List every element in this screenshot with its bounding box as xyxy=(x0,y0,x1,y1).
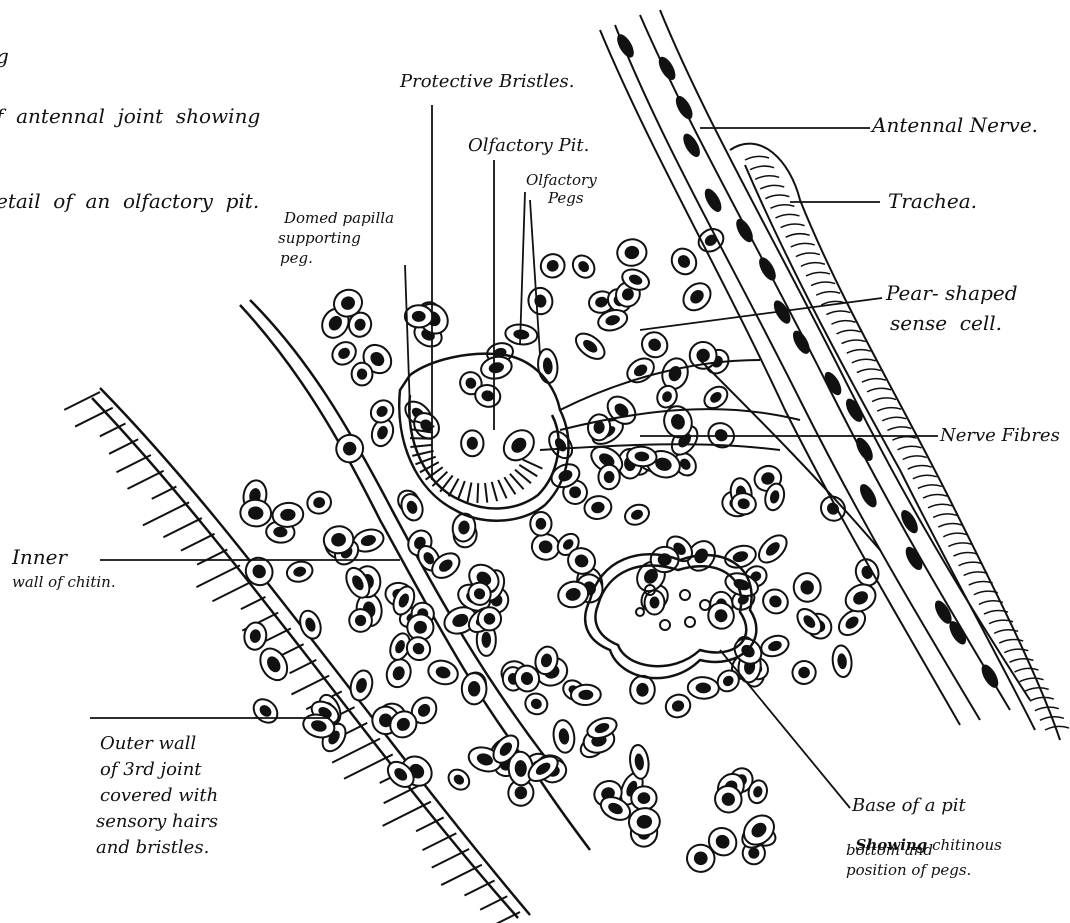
label-pear-shaped-1: Pear- shaped xyxy=(886,282,1018,305)
label-outer-wall-3: covered with xyxy=(100,786,218,807)
label-domed-papilla-2: supporting xyxy=(278,230,361,247)
label-domed-papilla-3: peg. xyxy=(280,250,313,267)
label-outer-wall-1: Outer wall xyxy=(100,734,196,755)
label-outer-wall-4: sensory hairs xyxy=(96,812,218,833)
label-olfactory-pit: Olfactory Pit. xyxy=(468,136,589,157)
caption-line-3: etail of an olfactory pit. xyxy=(0,189,260,214)
label-base-pit-1: Base of a pit xyxy=(852,796,966,817)
label-nerve-fibres: Nerve Fibres xyxy=(940,426,1060,447)
caption-line-1: g xyxy=(0,44,260,54)
caption: g f antennal joint showing etail of an o… xyxy=(0,0,260,239)
label-protective-bristles: Protective Bristles. xyxy=(400,72,574,93)
label-outer-wall-5: and bristles. xyxy=(96,838,209,859)
label-base-pit-3: bottom and xyxy=(846,842,933,859)
label-inner-wall-2: wall of chitin. xyxy=(12,574,116,591)
label-olfactory-pegs-2: Pegs xyxy=(548,190,584,207)
label-olfactory-pegs-1: Olfactory xyxy=(526,172,597,189)
label-antennal-nerve: Antennal Nerve. xyxy=(872,114,1038,137)
label-pear-shaped-2: sense cell. xyxy=(890,312,1002,335)
caption-line-2: f antennal joint showing xyxy=(0,104,260,129)
label-domed-papilla-1: Domed papilla xyxy=(284,210,394,227)
label-base-pit-4: position of pegs. xyxy=(846,862,971,879)
label-trachea: Trachea. xyxy=(888,190,977,213)
label-outer-wall-2: of 3rd joint xyxy=(100,760,202,781)
label-inner-wall-1: Inner xyxy=(12,546,67,569)
label-base-pit-2b: chitinous xyxy=(927,836,1002,854)
